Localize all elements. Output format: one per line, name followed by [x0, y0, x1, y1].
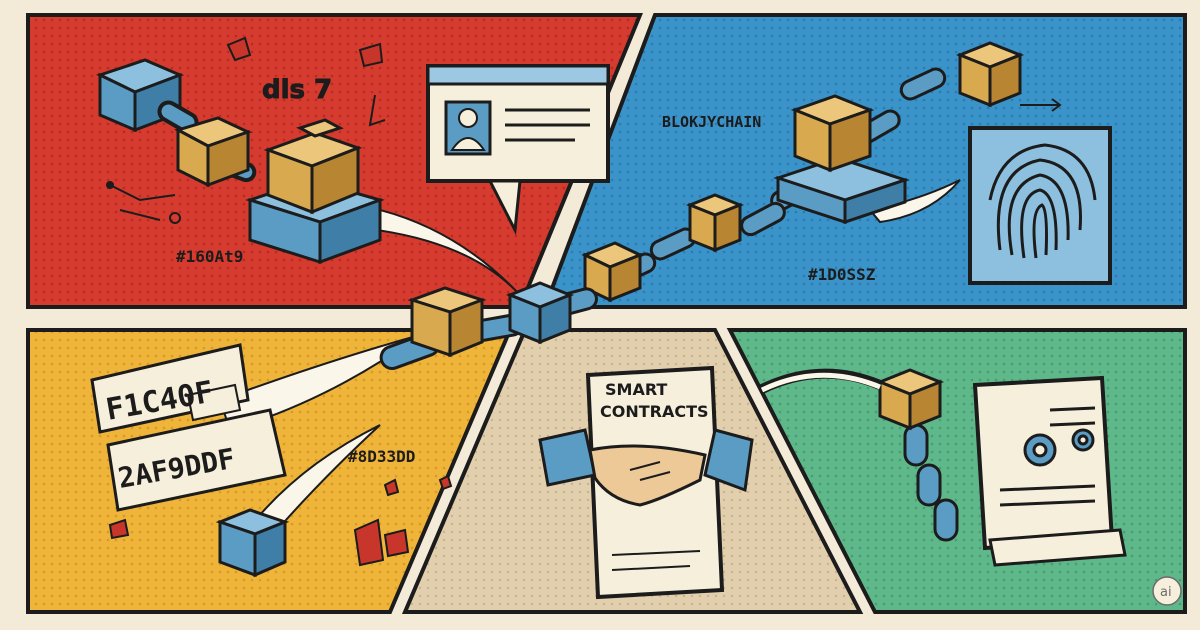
hash-label-blue: #1D0SSZ — [808, 265, 876, 284]
circuit-lines — [106, 94, 386, 224]
smart-contracts-title-line2: CONTRACTS — [600, 402, 709, 421]
gear-icon — [1023, 428, 1095, 467]
package-icon — [245, 118, 385, 265]
cube-icon — [875, 368, 945, 431]
contract-scroll — [972, 375, 1127, 567]
cube-icon — [505, 281, 575, 345]
scribble-text: dls 7 — [262, 75, 332, 105]
cube-icon — [685, 193, 745, 253]
watermark: ai — [1152, 576, 1182, 606]
package-icon — [407, 286, 487, 358]
handshake-icon — [538, 428, 754, 507]
cube-icon — [215, 508, 290, 578]
fragments — [108, 474, 453, 567]
blockchain-label: BLOKJYCHAIN — [662, 113, 761, 131]
smart-contracts-title-line1: SMART — [605, 380, 667, 399]
hash-label-yellow-3: #8D33DD — [348, 447, 415, 466]
fragments — [226, 36, 384, 68]
hash-label-red: #160At9 — [176, 247, 243, 266]
cube-icon — [955, 41, 1025, 108]
cube-icon — [174, 116, 252, 188]
id-card-icon — [426, 64, 610, 236]
arrow-icon — [1020, 98, 1062, 112]
svg-text:ai: ai — [1160, 585, 1172, 600]
hash-paper — [90, 343, 287, 512]
package-icon — [773, 94, 910, 225]
fingerprint-icon — [968, 126, 1112, 285]
chain-icon — [903, 423, 959, 542]
